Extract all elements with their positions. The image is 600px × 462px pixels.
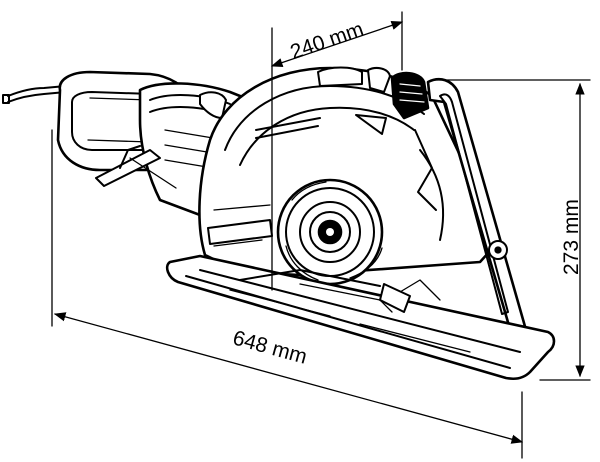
dimension-label-length: 648 mm — [230, 326, 309, 368]
dimension-arrow-blade-offset — [270, 20, 404, 68]
dimension-label-blade-offset: 240 mm — [287, 18, 366, 64]
trigger-lever — [95, 145, 177, 189]
dimension-height: 273 mm — [431, 79, 591, 381]
arbor-flange — [276, 178, 384, 286]
depth-knob — [317, 66, 430, 120]
dimension-arrow-length — [53, 312, 524, 444]
cut-off-saw-illustration — [2, 66, 556, 381]
dimension-label-height: 273 mm — [560, 199, 583, 275]
power-cord — [2, 85, 67, 104]
